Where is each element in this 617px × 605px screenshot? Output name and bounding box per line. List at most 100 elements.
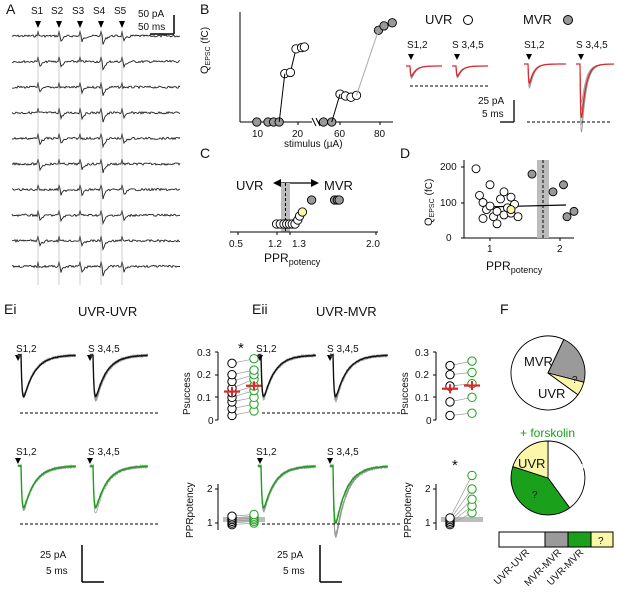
eii-scale-time: 5 ms (283, 566, 305, 577)
pie-slice (547, 372, 585, 396)
epsc-trace (329, 465, 388, 524)
ei-significance: * (238, 340, 244, 357)
panel-b-xlabel: stimulus (µA) (284, 139, 343, 150)
epsc-trace (89, 354, 148, 398)
panel-b-xtick: 80 (374, 129, 386, 140)
panel-b-xtick: 20 (292, 129, 304, 140)
pie1-unknown-label: ? (572, 375, 578, 386)
step-line (278, 73, 286, 123)
data-point (485, 180, 495, 190)
eii-ppr-axes: 2 1 PPRpotency (403, 482, 437, 538)
control-point (445, 397, 455, 407)
ei-ppr-tick: 1 (207, 518, 213, 529)
epsc-trace (452, 65, 488, 76)
eii-ppr-tick: 2 (425, 484, 431, 495)
sweep-trace (11, 82, 181, 96)
stim-arrow (119, 21, 125, 28)
b-mvr-s12: S1,2 (524, 40, 545, 51)
data-point (513, 212, 523, 222)
pie-slice (510, 335, 579, 411)
data-point (506, 192, 516, 202)
ei-scale-current: 25 pA (40, 550, 66, 561)
panel-c-xlabel: PPRpotency (264, 251, 321, 267)
sweep-trace (11, 261, 181, 277)
panel-d-ytick: 100 (440, 198, 457, 209)
panel-b-scalebar: 25 pA 5 ms (478, 96, 515, 123)
eii-ppr-plot (445, 470, 477, 530)
stim-arrow (87, 458, 93, 464)
stim-label-s4: S4 (93, 6, 106, 17)
panel-c-plot (271, 195, 344, 229)
sweep-trace (11, 107, 181, 123)
data-point (297, 207, 308, 217)
left-arrow-icon (273, 179, 281, 187)
panel-b-plot (252, 18, 397, 127)
ei-ps-tick: 0.1 (197, 393, 211, 404)
legend-swatch-uvr-mvr (567, 531, 592, 548)
panel-label-c: C (200, 145, 210, 161)
panel-eii-traces (257, 352, 388, 539)
stim-arrow (98, 21, 104, 28)
ei-ps-label: Psuccess (182, 372, 193, 415)
pie-control (510, 335, 586, 411)
epsc-trace (17, 353, 76, 398)
panel-c-threshold-band (281, 183, 290, 232)
eii-psuccess-plot (442, 356, 480, 421)
panel-c-uvr: UVR (236, 178, 263, 193)
panel-eii-title: UVR-MVR (316, 304, 377, 319)
panel-b-uvr-title: UVR (425, 12, 452, 27)
panel-c-xticks: 0.5 1.2 1.3 2.0 (229, 232, 380, 250)
stim-arrows-a (35, 21, 125, 28)
legend-swatch-uvr-uvr (498, 531, 546, 548)
eii-s345-bottom: S 3,4,5 (327, 447, 359, 458)
sweep-trace (11, 158, 181, 174)
panel-f-legend-bar: ? UVR-UVR MVR-MVR UVR-MVR (492, 531, 614, 589)
legend-unknown-mark: ? (598, 536, 604, 547)
stim-arrow (87, 355, 93, 361)
data-point (387, 18, 397, 28)
stim-arrow (35, 21, 41, 28)
pie-slice (510, 466, 571, 516)
eii-ps-tick: 0 (426, 416, 432, 427)
panel-c-xtick: 0.5 (229, 239, 243, 250)
pie-slice (512, 440, 549, 479)
panel-a-traces (11, 30, 181, 285)
epsc-trace (452, 65, 488, 77)
panel-label-a: A (6, 1, 16, 17)
data-point (285, 67, 296, 78)
epsc-trace (576, 63, 614, 104)
forskolin-point (467, 356, 477, 366)
scale-current-a: 50 pA (138, 9, 164, 20)
pair-line (449, 488, 473, 520)
mvr-grey-circle-icon (563, 15, 573, 25)
epsc-trace (576, 63, 614, 118)
forskolin-point (467, 470, 477, 481)
sweep-trace (11, 210, 181, 226)
epsc-trace (257, 354, 317, 398)
control-point (445, 513, 455, 523)
panel-b-xtick: 10 (252, 129, 264, 140)
panel-label-eii: Eii (252, 301, 268, 317)
sweep-trace (11, 56, 181, 71)
pie-slice (547, 338, 586, 383)
data-point (506, 205, 516, 215)
ei-s345-bottom: S 3,4,5 (88, 447, 120, 458)
stim-arrow (15, 355, 21, 361)
data-point (527, 169, 537, 179)
control-point (445, 410, 455, 421)
panel-d-ytick: 0 (446, 233, 452, 244)
stim-arrow (257, 458, 263, 464)
data-point (471, 164, 481, 174)
data-point (499, 187, 509, 197)
control-point (445, 360, 455, 371)
forskolin-point (249, 365, 259, 375)
stim-arrow (526, 54, 532, 60)
ei-ppr-threshold-band (223, 517, 265, 522)
ei-ppr-tick: 2 (207, 484, 213, 495)
data-point (569, 206, 579, 216)
forskolin-point (467, 392, 477, 403)
data-point (252, 117, 262, 127)
forskolin-point (467, 408, 477, 418)
stim-arrow (77, 21, 83, 28)
epsc-trace (257, 464, 316, 509)
